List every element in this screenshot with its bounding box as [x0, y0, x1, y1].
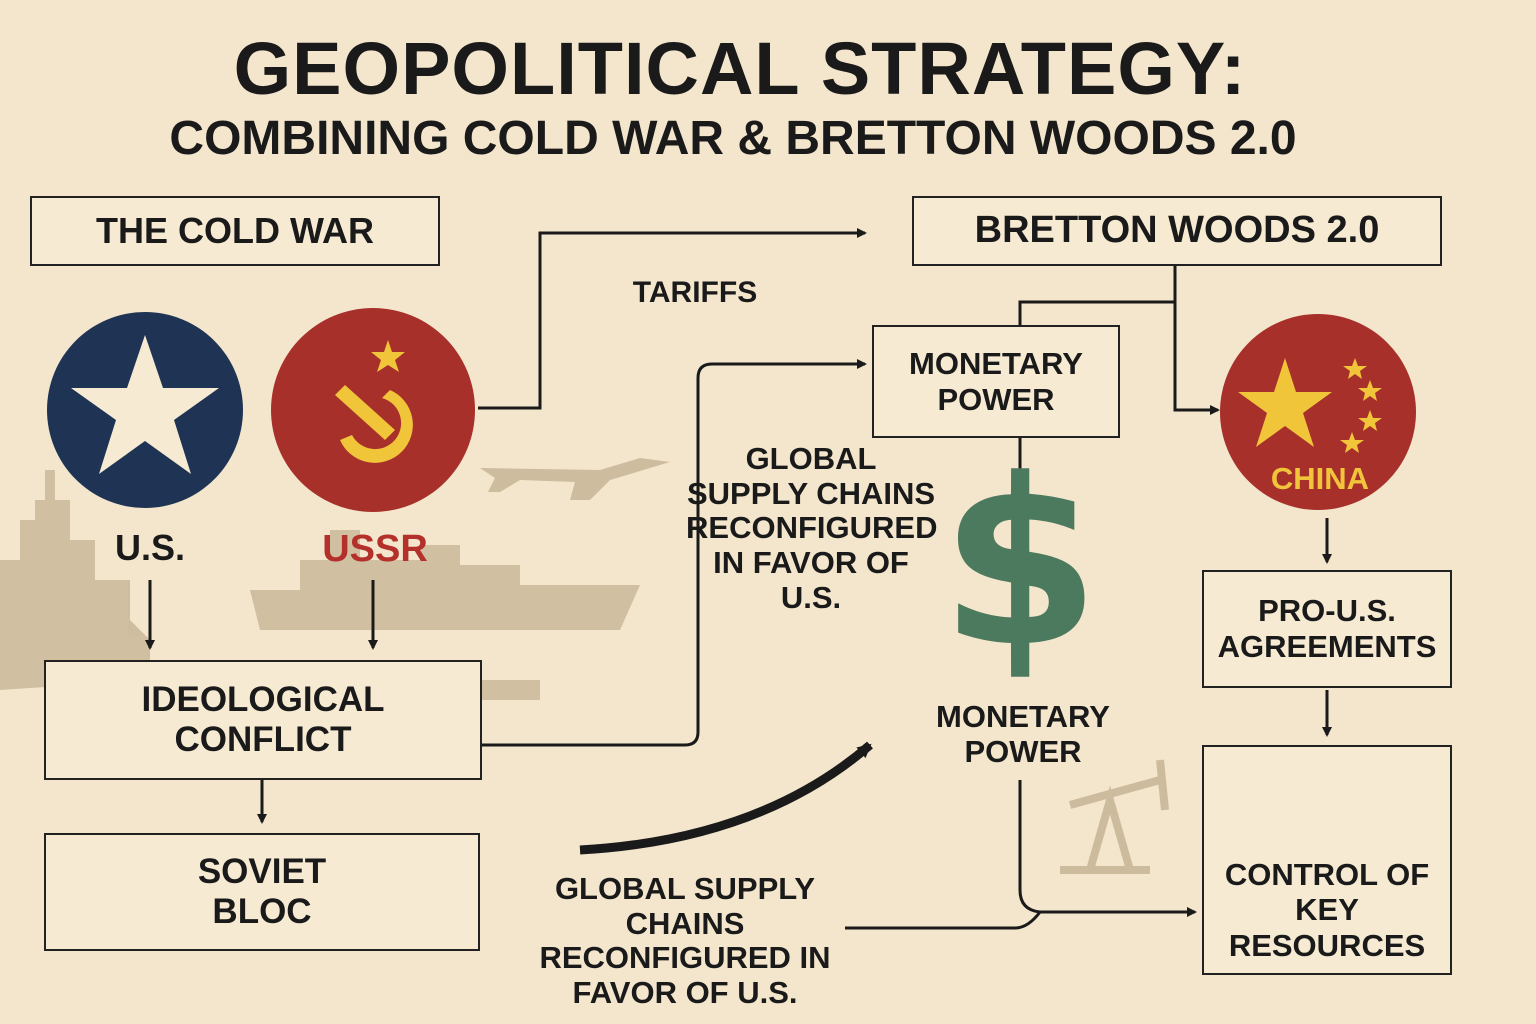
control-resources-box: CONTROL OF KEY RESOURCES	[1202, 745, 1452, 975]
monetary-power-label: MONETARY POWER	[918, 700, 1128, 769]
us-label: U.S.	[95, 528, 205, 568]
cold-war-box: THE COLD WAR	[30, 196, 440, 266]
ussr-label: USSR	[300, 528, 450, 571]
tariffs-label: TARIFFS	[600, 276, 790, 310]
oil-pump-icon	[1060, 760, 1165, 870]
page-title: GEOPOLITICAL STRATEGY:	[0, 28, 1480, 111]
pro-us-agreements-box: PRO-U.S. AGREEMENTS	[1202, 570, 1452, 688]
monetary-power-box: MONETARY POWER	[872, 325, 1120, 438]
supply-chains-middle-label: GLOBAL SUPPLY CHAINS RECONFIGURED IN FAV…	[686, 442, 936, 616]
bretton-woods-box: BRETTON WOODS 2.0	[912, 196, 1442, 266]
soviet-bloc-box: SOVIET BLOC	[44, 833, 480, 951]
dollar-icon: $	[940, 450, 1100, 680]
page-subtitle: COMBINING COLD WAR & BRETTON WOODS 2.0	[0, 112, 1466, 166]
china-label: CHINA	[1250, 462, 1390, 497]
ideological-conflict-box: IDEOLOGICAL CONFLICT	[44, 660, 482, 780]
supply-chains-bottom-label: GLOBAL SUPPLY CHAINS RECONFIGURED IN FAV…	[515, 872, 855, 1011]
fighter-jet-icon	[480, 458, 670, 500]
